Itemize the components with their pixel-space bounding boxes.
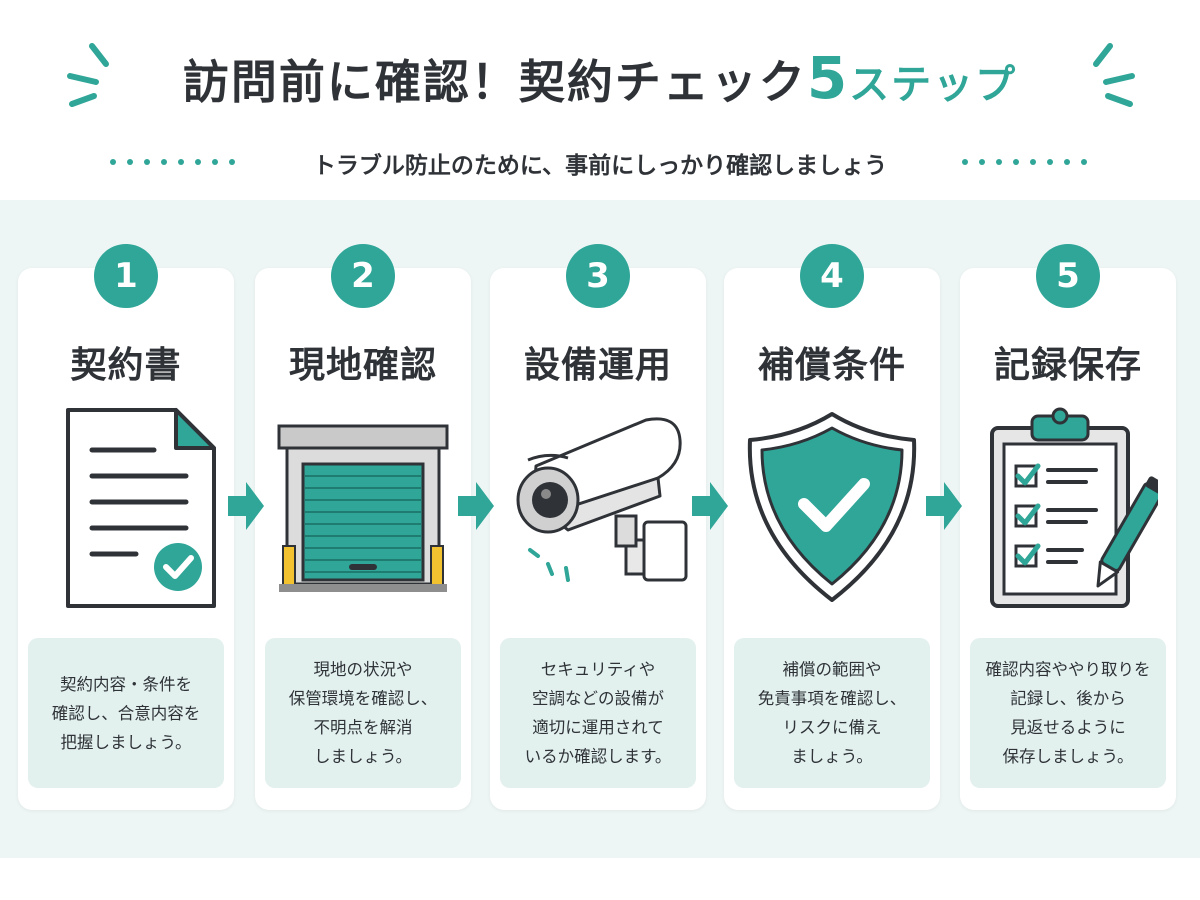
step-badge-4: 4 xyxy=(800,244,864,308)
dots-left xyxy=(110,159,235,165)
step-description: 確認内容ややり取りを 記録し、後から 見返せるように 保存しましょう。 xyxy=(970,638,1166,788)
desc-line: 補償の範囲や xyxy=(782,660,882,679)
desc-line: しましょう。 xyxy=(313,747,412,766)
desc-line: 確認内容ややり取りを xyxy=(985,660,1151,679)
desc-line: 記録し、後から xyxy=(1010,689,1126,708)
title-main: 訪問前に確認！契約チェック xyxy=(182,55,807,109)
security-camera-icon xyxy=(516,417,688,582)
desc-line: 把握しましょう。 xyxy=(60,732,192,752)
desc-line: 免責事項を確認し、 xyxy=(757,689,907,708)
step-title: 現地確認 xyxy=(288,345,437,386)
step-description: セキュリティや 空調などの設備が 適切に運用されて いるか確認します。 xyxy=(500,638,696,788)
desc-line: いるか確認します。 xyxy=(524,747,672,766)
step-card-1: 契約書 契約内容・条件を 確認し、合意内容を 把握しましょう。 xyxy=(18,268,234,810)
step-badge-5: 5 xyxy=(1036,244,1100,308)
arrow-right-icon xyxy=(458,482,494,530)
step-title: 契約書 xyxy=(70,345,182,386)
step-description: 補償の範囲や 免責事項を確認し、 リスクに備え ましょう。 xyxy=(734,638,930,788)
step-badge-1: 1 xyxy=(94,244,158,308)
desc-line: 確認し、合意内容を xyxy=(51,703,201,723)
step-card-3: 設備運用 セキュリティや 空調などの設備が 適切に運用されて いるか確認します。 xyxy=(490,268,706,810)
step-card-2: 現地確認 現地の状況や 保管環境を確認し、 不明点を解消 しましょう。 xyxy=(255,268,471,810)
desc-line: 現地の状況や xyxy=(313,660,413,679)
desc-line: 空調などの設備が xyxy=(532,689,664,708)
step-title: 補償条件 xyxy=(757,345,906,386)
clipboard-checklist-icon xyxy=(990,407,1158,608)
storage-shutter-icon xyxy=(277,424,449,592)
desc-line: 見返せるように xyxy=(1010,718,1126,737)
subtitle: トラブル防止のために、事前にしっかり確認しましょう xyxy=(312,153,888,179)
header: 訪問前に確認！契約チェック5ステップ トラブル防止のために、事前にしっかり確認し… xyxy=(0,0,1200,200)
step-badge-2: 2 xyxy=(331,244,395,308)
arrow-right-icon xyxy=(926,482,962,530)
step-description: 現地の状況や 保管環境を確認し、 不明点を解消 しましょう。 xyxy=(265,638,461,788)
title-suffix: ステップ xyxy=(849,62,1018,108)
arrow-right-icon xyxy=(228,482,264,530)
desc-line: セキュリティや xyxy=(540,660,656,679)
step-title: 記録保存 xyxy=(993,345,1142,386)
step-badge-3: 3 xyxy=(566,244,630,308)
arrow-right-icon xyxy=(692,482,728,530)
burst-left-icon xyxy=(67,43,109,107)
desc-line: ましょう。 xyxy=(791,747,873,766)
desc-line: 保管環境を確認し、 xyxy=(288,689,438,708)
dots-right xyxy=(962,159,1087,165)
desc-line: 保存しましょう。 xyxy=(1002,747,1134,766)
page-title: 訪問前に確認！契約チェック5ステップ xyxy=(0,44,1200,112)
step-card-5: 記録保存 確認内容ややり取りを 記録し、後から 見返せるように xyxy=(960,268,1176,810)
step-title: 設備運用 xyxy=(523,345,672,386)
burst-right-icon xyxy=(1093,43,1135,107)
step-description: 契約内容・条件を 確認し、合意内容を 把握しましょう。 xyxy=(28,638,224,788)
desc-line: 適切に運用されて xyxy=(532,718,664,737)
title-number: 5 xyxy=(806,44,850,112)
subtitle-row: トラブル防止のために、事前にしっかり確認しましょう xyxy=(0,142,1200,182)
desc-line: 不明点を解消 xyxy=(313,718,413,737)
desc-line: リスクに備え xyxy=(782,718,882,737)
step-card-4: 補償条件 補償の範囲や 免責事項を確認し、 リスクに備え ましょう。 xyxy=(724,268,940,810)
desc-line: 契約内容・条件を xyxy=(60,674,192,694)
contract-document-icon xyxy=(66,408,216,608)
shield-check-icon xyxy=(747,412,917,602)
